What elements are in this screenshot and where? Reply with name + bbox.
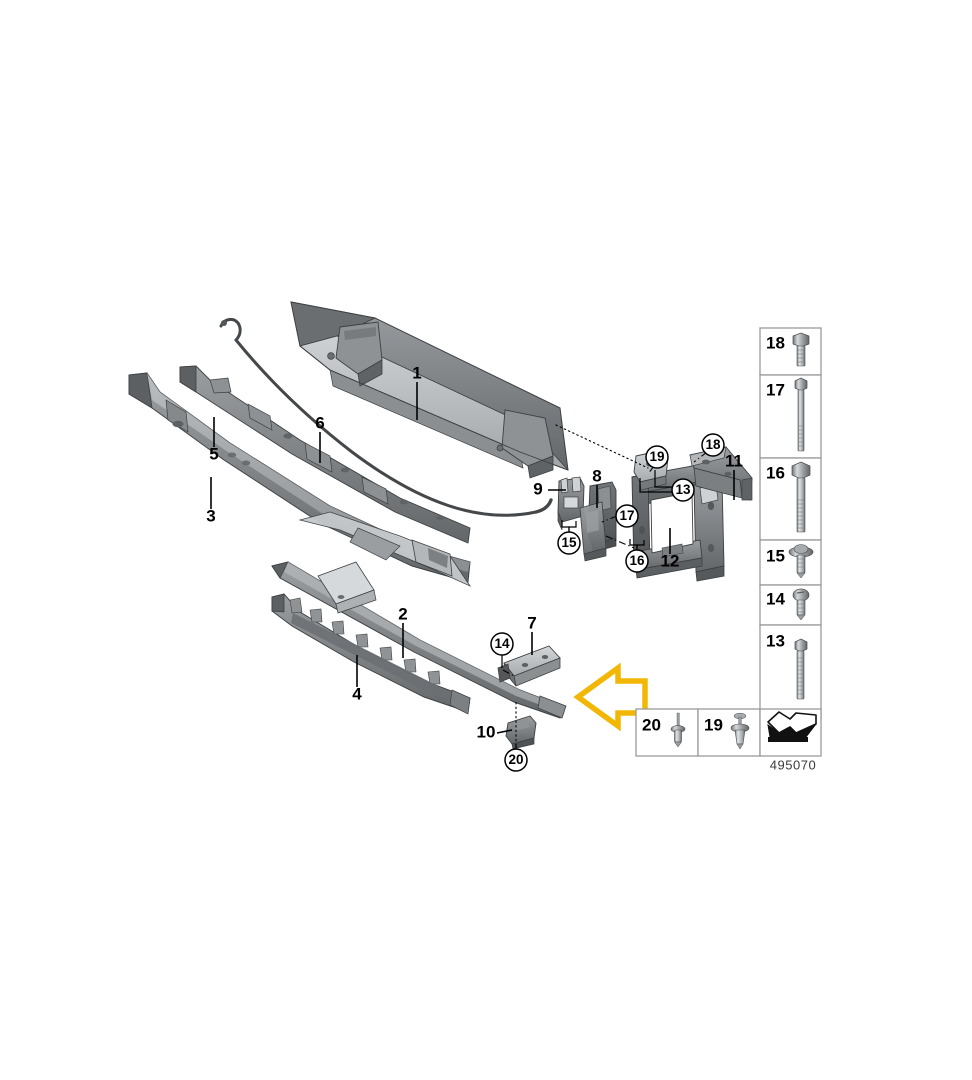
pan-head-screw-icon [792, 588, 810, 621]
legend-16-label: 16 [766, 463, 785, 482]
callout-16-label: 16 [629, 553, 645, 568]
callout-6-label: 6 [315, 413, 324, 432]
callout-18-label: 18 [705, 437, 721, 452]
assembly-reference-lines [501, 424, 708, 751]
callout-8-label: 8 [592, 466, 601, 485]
callout-4-label: 4 [352, 684, 362, 703]
legend-cell-15[interactable]: 15 [759, 539, 822, 586]
legend-cell-20[interactable]: 20 [635, 708, 699, 757]
callout-15-label: 15 [561, 535, 577, 550]
part-6-wiring-harness-lead [219, 317, 553, 517]
callout-11-label: 11 [725, 451, 743, 470]
circled-callouts: 13 14 15 16 17 18 [490, 433, 725, 772]
callout-17: 17 [615, 504, 639, 528]
blind-rivet-icon [670, 712, 686, 748]
callout-20: 20 [504, 748, 528, 772]
callout-18: 18 [701, 433, 725, 457]
legend-cell-19[interactable]: 19 [697, 708, 761, 757]
callout-5-label: 5 [209, 444, 218, 463]
legend-17-label: 17 [766, 380, 785, 399]
part-3-front-carrier-lower [128, 372, 472, 587]
highlight-arrow [573, 662, 648, 732]
part-7-side-mount-bracket [497, 645, 561, 687]
callout-17-label: 17 [619, 508, 634, 523]
part-1-bumper-impact-beam [290, 301, 569, 479]
legend-cell-17[interactable]: 17 [759, 374, 822, 459]
callout-19-label: 19 [649, 449, 664, 464]
callout-7-label: 7 [527, 613, 536, 632]
direction-of-travel-arrow-icon [767, 711, 817, 742]
callout-14-label: 14 [494, 636, 510, 651]
legend-18-label: 18 [766, 333, 785, 352]
legend-cell-16[interactable]: 16 [759, 457, 822, 541]
callout-12-label: 12 [661, 551, 680, 570]
hex-bolt-short-icon [792, 332, 810, 367]
legend-19-label: 19 [704, 715, 723, 734]
callout-13: 13 [671, 478, 695, 502]
callout-3-label: 3 [206, 506, 215, 525]
callout-1-label: 1 [412, 363, 421, 382]
hex-bolt-long-icon [794, 377, 808, 452]
callout-16: 16 [625, 549, 649, 573]
hex-bolt-small-icon [794, 638, 808, 700]
callout-15: 15 [557, 531, 581, 555]
diagram-reference-number: 495070 [770, 757, 816, 772]
legend-cell-14[interactable]: 14 [759, 584, 822, 626]
hex-bolt-medium-icon [791, 461, 811, 533]
legend-20-label: 20 [642, 715, 661, 734]
callout-9-label: 9 [533, 479, 542, 498]
legend-15-label: 15 [766, 546, 785, 565]
expanding-clip-icon [730, 712, 750, 750]
callout-20-label: 20 [508, 752, 523, 767]
callout-14: 14 [490, 632, 514, 656]
legend-13-label: 13 [766, 631, 785, 650]
legend-cell-13[interactable]: 13 [759, 624, 822, 719]
legend-cell-direction-arrow[interactable] [759, 708, 822, 757]
part-10-clip-retainer [505, 715, 537, 750]
flange-screw-icon [788, 544, 814, 579]
part-5-carrier-reinforcement [179, 365, 471, 544]
callout-13-label: 13 [675, 482, 691, 497]
callout-2-label: 2 [398, 604, 407, 623]
callout-10-label: 10 [477, 722, 496, 741]
part-2-lower-support-rail [271, 561, 567, 719]
plain-callouts: 1 2 3 4 5 6 7 8 9 10 11 12 [206, 363, 743, 741]
callout-19: 19 [645, 445, 669, 469]
legend-cell-18[interactable]: 18 [759, 327, 822, 376]
fastener-legend-column: 18 17 [635, 327, 822, 772]
part-4-bumper-mounting-rail [271, 593, 471, 715]
legend-14-label: 14 [766, 589, 785, 608]
callout-leader-lines [210, 382, 735, 734]
part-8-left-support-bracket [579, 481, 617, 562]
